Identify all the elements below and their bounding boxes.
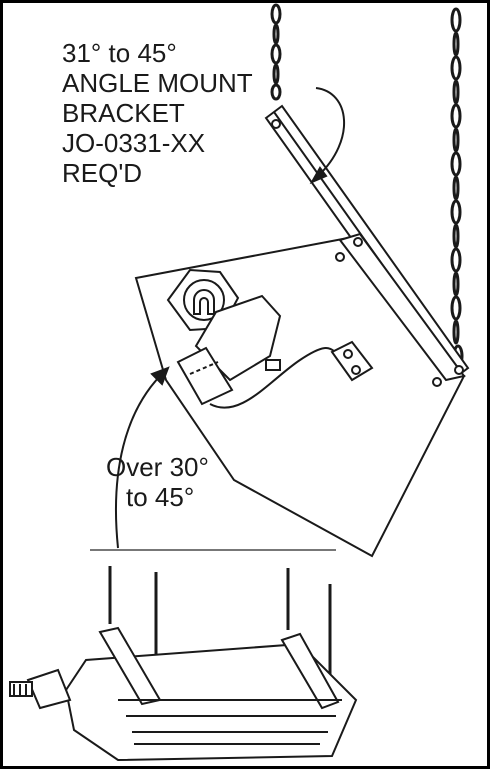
- callout-line-angle-range: 31° to 45°: [62, 38, 177, 68]
- angle-callout-line1: Over 30°: [106, 452, 209, 482]
- angle-arc-arrow: [115, 366, 170, 549]
- chain-left: [270, 3, 282, 101]
- callout-line-required: REQ'D: [62, 158, 143, 188]
- callout-line-angle-mount: ANGLE MOUNT: [62, 68, 253, 98]
- callout-line-part-number: JO-0331-XX: [62, 128, 206, 158]
- fixture-housing: [134, 232, 466, 558]
- bracket-callout-label: 31° to 45° ANGLE MOUNT BRACKET JO-0331-X…: [62, 38, 253, 188]
- angle-callout-label: Over 30° to 45°: [106, 452, 209, 512]
- callout-line-bracket: BRACKET: [62, 98, 185, 128]
- lower-fixture: [9, 566, 358, 762]
- angle-callout-line2: to 45°: [126, 482, 195, 512]
- chain-right: [450, 7, 464, 368]
- bracket-callout-arrow: [309, 87, 345, 185]
